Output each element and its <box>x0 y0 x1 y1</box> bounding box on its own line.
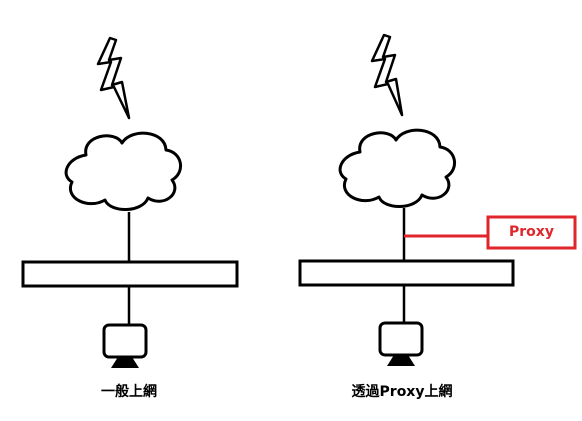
network-bar <box>298 259 515 287</box>
computer-monitor-icon <box>102 323 148 368</box>
computer-monitor-icon <box>378 321 424 366</box>
lightning-bolt-icon <box>96 36 131 120</box>
caption-direct: 一般上網 <box>101 384 157 400</box>
cloud-icon <box>64 131 182 211</box>
proxy-box <box>486 215 577 250</box>
network-bar <box>21 260 239 288</box>
lightning-bolt-icon <box>370 33 404 117</box>
proxy-label: Proxy <box>509 224 554 240</box>
cloud-icon <box>338 128 456 208</box>
caption-proxy: 透過Proxy上網 <box>351 384 453 400</box>
diagram-proxy <box>298 33 577 366</box>
diagram-direct <box>21 36 239 368</box>
